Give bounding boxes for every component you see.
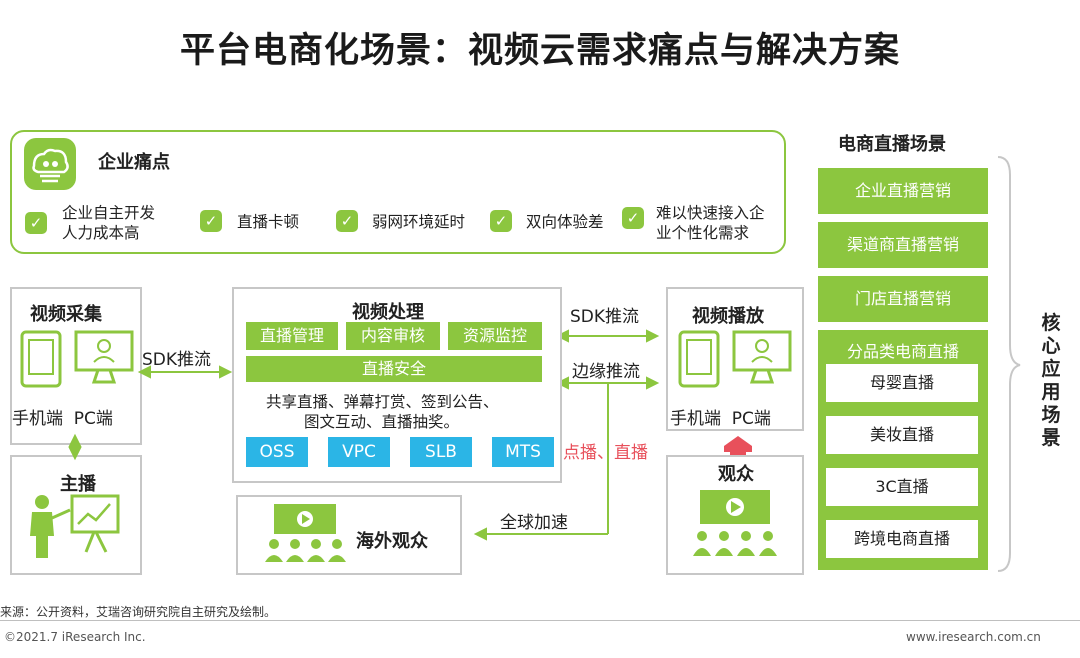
capture-device-label: 手机端 PC端 (12, 409, 113, 429)
feature-resource-monitoring: 资源监控 (448, 322, 542, 350)
audience-screen-icon (265, 504, 346, 562)
edge-push-label: 边缘推流 (572, 362, 640, 382)
source-note: 来源：公开资料，艾瑞咨询研究院自主研究及绘制。 (0, 605, 277, 619)
playback-device-label: 手机端 PC端 (670, 409, 771, 429)
scene-channel-live: 渠道商直播营销 (818, 222, 988, 268)
core-scenes-label: 核心应 用场景 (1041, 312, 1061, 449)
phone-pc-icon (678, 330, 792, 388)
scenes-title: 电商直播场景 (838, 134, 946, 155)
anchor-label: 主播 (60, 474, 96, 495)
category-item: 母婴直播 (826, 364, 978, 402)
page-title: 平台电商化场景：视频云需求痛点与解决方案 (179, 31, 900, 71)
pain-item-3: 弱网环境延时 (372, 213, 466, 231)
service-oss: OSS (246, 437, 308, 467)
processing-title: 视频处理 (352, 302, 424, 323)
scene-store-live: 门店直播营销 (818, 276, 988, 322)
service-vpc: VPC (328, 437, 390, 467)
phone-pc-icon (20, 330, 134, 388)
check-icon: ✓ (336, 210, 358, 232)
website: www.iresearch.com.cn (906, 630, 1041, 644)
category-item: 美妆直播 (826, 416, 978, 454)
category-title: 分品类电商直播 (846, 342, 959, 361)
check-icon: ✓ (25, 212, 47, 234)
category-item: 3C直播 (826, 468, 978, 506)
copyright: ©2021.7 iResearch Inc. (4, 630, 146, 644)
audience-label: 观众 (718, 464, 754, 485)
pain-item-4: 双向体验差 (526, 213, 604, 231)
sdk-push-right-label: SDK推流 (570, 307, 640, 327)
playback-title: 视频播放 (692, 306, 764, 327)
pain-points-title: 企业痛点 (98, 152, 170, 173)
pain-item-2: 直播卡顿 (237, 213, 300, 231)
check-icon: ✓ (200, 210, 222, 232)
pain-points-icon (24, 138, 76, 190)
sdk-push-left-label: SDK推流 (142, 350, 212, 370)
pain-item-5: 难以快速接入企业个性化需求 (656, 204, 765, 242)
vod-live-label: 点播、直播 (563, 443, 648, 463)
category-item: 跨境电商直播 (826, 520, 978, 558)
feature-live-management: 直播管理 (246, 322, 338, 350)
presenter-icon (30, 494, 120, 558)
service-slb: SLB (410, 437, 472, 467)
feature-live-security: 直播安全 (246, 356, 542, 382)
processing-description: 共享直播、弹幕打赏、签到公告、 图文互动、直播抽奖。 (266, 393, 499, 431)
pain-item-1: 企业自主开发人力成本高 (62, 204, 156, 242)
capture-title: 视频采集 (30, 304, 102, 325)
bracket (997, 156, 1021, 572)
check-icon: ✓ (622, 207, 644, 229)
audience-screen-icon (693, 490, 777, 556)
check-icon: ✓ (490, 210, 512, 232)
global-acceleration-label: 全球加速 (500, 513, 568, 533)
footer-divider (0, 620, 1080, 621)
pain-points-panel (10, 130, 786, 254)
feature-content-review: 内容审核 (346, 322, 440, 350)
overseas-audience-label: 海外观众 (356, 531, 428, 552)
service-mts: MTS (492, 437, 554, 467)
scene-enterprise-live: 企业直播营销 (818, 168, 988, 214)
